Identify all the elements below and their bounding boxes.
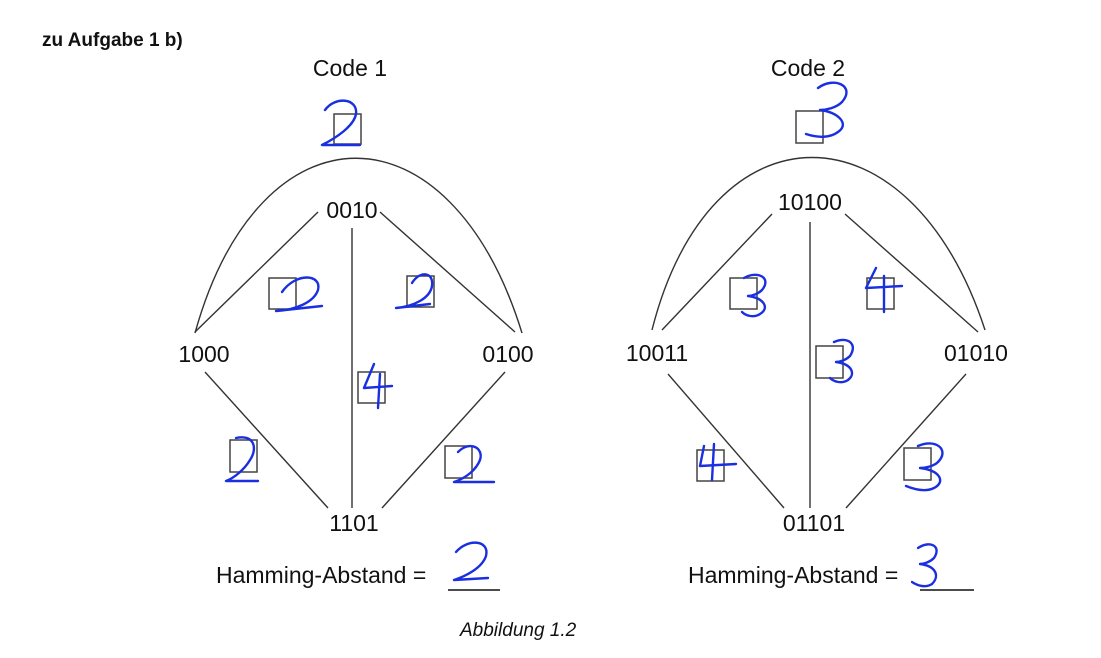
code1-codeword: 1101 bbox=[329, 510, 378, 536]
code2-hamming-label: Hamming-Abstand = bbox=[688, 562, 898, 588]
code2-edge-10011-01101 bbox=[667, 373, 785, 509]
code1-handwritten-2 bbox=[394, 273, 434, 310]
code2-handwritten-3 bbox=[804, 81, 848, 138]
code1-distance-box[interactable] bbox=[229, 439, 258, 473]
code1-title: Code 1 bbox=[313, 55, 387, 81]
code2-distance-box[interactable] bbox=[795, 110, 824, 144]
code2-codeword: 10100 bbox=[778, 189, 842, 215]
code2-edge-10100-01010 bbox=[844, 213, 979, 333]
code1-edge-0100-1101 bbox=[381, 371, 506, 509]
code2-handwritten-3 bbox=[740, 273, 767, 318]
code1-edge-1000-1101 bbox=[204, 371, 329, 509]
code2-distance-box[interactable] bbox=[729, 277, 758, 310]
code1-hamming-label: Hamming-Abstand = bbox=[216, 562, 426, 588]
code2-hamming-handwritten-value bbox=[910, 543, 938, 588]
code1-edge-1000-0100 bbox=[194, 157, 523, 334]
code1-distance-box[interactable] bbox=[444, 445, 473, 479]
code2-distance-box[interactable] bbox=[866, 277, 895, 310]
code1-edge-1000-0010 bbox=[194, 211, 319, 333]
code2-handwritten-4 bbox=[864, 266, 904, 314]
code2-codeword: 10011 bbox=[626, 340, 688, 366]
code2-handwritten-4 bbox=[698, 442, 738, 482]
code1-diagram: Code 1 0010 1000 0100 1101 Hamming-Absta… bbox=[178, 55, 534, 591]
exercise-heading: zu Aufgabe 1 b) bbox=[42, 30, 183, 51]
code2-edge-10011-10100 bbox=[661, 213, 773, 331]
code1-codeword: 0010 bbox=[326, 197, 377, 223]
code2-edge-10011-01010 bbox=[651, 157, 986, 331]
code1-edge-0010-0100 bbox=[379, 211, 516, 333]
code1-handwritten-2 bbox=[224, 436, 260, 483]
code2-handwritten-3 bbox=[828, 338, 855, 384]
code2-edge-01010-01101 bbox=[845, 373, 967, 509]
code1-handwritten-2 bbox=[452, 444, 496, 484]
code1-codeword: 1000 bbox=[178, 341, 229, 367]
code1-codeword: 0100 bbox=[482, 341, 533, 367]
code2-title: Code 2 bbox=[771, 55, 845, 81]
code1-handwritten-2 bbox=[320, 99, 362, 147]
code1-handwritten-4 bbox=[362, 362, 394, 410]
figure-caption: Abbildung 1.2 bbox=[460, 620, 577, 641]
code1-hamming-handwritten-value bbox=[452, 541, 490, 582]
code2-distance-box[interactable] bbox=[903, 447, 932, 481]
code2-handwritten-3 bbox=[904, 442, 944, 492]
code2-codeword: 01101 bbox=[783, 510, 845, 536]
code2-codeword: 01010 bbox=[944, 340, 1008, 366]
code1-distance-box[interactable] bbox=[268, 277, 297, 310]
code1-handwritten-2 bbox=[274, 276, 324, 313]
code2-diagram: Code 2 10100 10011 01010 01101 Hamming-A… bbox=[626, 55, 1008, 591]
